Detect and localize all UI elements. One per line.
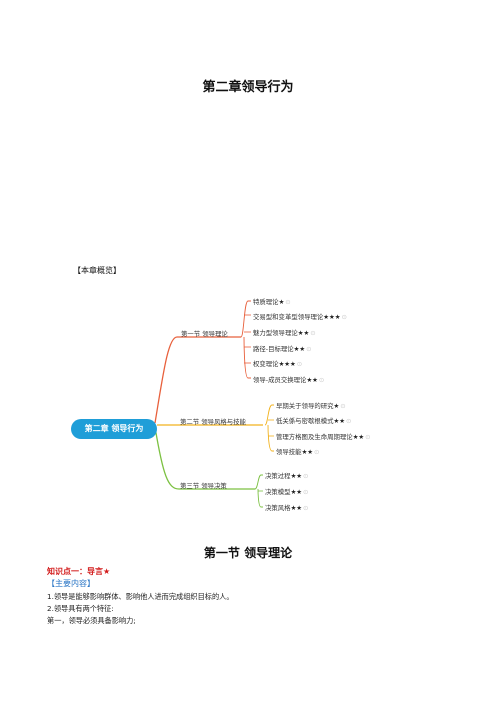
bracket-section2	[264, 404, 274, 452]
mindmap-connectors	[154, 300, 274, 508]
bracket-section3	[254, 474, 263, 508]
knowledge-point-heading: 知识点一：导言★	[47, 567, 111, 576]
list-item: 领导-成员交换理论★★⊙	[253, 376, 325, 384]
overview-label: 【本章概览】	[73, 266, 121, 275]
connector-section3	[154, 426, 255, 490]
list-item: 交易型和变革型领导理论★★★⊙	[253, 313, 347, 321]
list-item: 魅力型领导理论★★⊙	[253, 329, 316, 337]
connector-section1	[154, 336, 241, 424]
chapter-title: 第二章领导行为	[202, 80, 294, 95]
note-icon: ⊙	[314, 448, 320, 456]
list-item: 决策风格★★⊙	[265, 504, 309, 512]
list-item: 路径-目标理论★★⊙	[253, 345, 312, 353]
section-heading: 第一节 领导理论	[203, 546, 293, 560]
section1-label: 第一节 领导理论	[181, 330, 228, 338]
section2-label: 第二节 领导风格与技能	[180, 418, 246, 426]
list-item: 决策模型★★⊙	[265, 488, 309, 496]
note-icon: ⊙	[303, 472, 309, 480]
note-icon: ⊙	[306, 345, 312, 353]
list-item: 管理方格图及生命周期理论★★⊙	[276, 433, 371, 441]
note-icon: ⊙	[345, 417, 352, 425]
list-item: 早期关于领导的研究★⊙	[276, 402, 346, 410]
section3-label: 第三节 领导决策	[180, 482, 227, 490]
paragraph: 第一，领导必须具备影响力;	[47, 616, 136, 625]
note-icon: ⊙	[318, 376, 325, 384]
list-item: 特质理论★⊙	[253, 298, 291, 306]
note-icon: ⊙	[310, 329, 316, 337]
note-icon: ⊙	[285, 298, 291, 306]
note-icon: ⊙	[303, 504, 309, 512]
main-content-label: 【主要内容】	[47, 579, 95, 588]
paragraph: 2.领导具有两个特征:	[47, 604, 114, 613]
mindmap: 第二章 领导行为 第一节 领导理论 第二节 领导风格与技能 第三节 领导决策 特…	[63, 285, 403, 520]
mindmap-center-node: 第二章 领导行为	[71, 419, 157, 439]
list-item: 权变理论★★★⊙	[253, 360, 303, 368]
list-item: 决策过程★★⊙	[265, 472, 309, 480]
bracket-section1	[240, 300, 251, 379]
note-icon: ⊙	[303, 488, 309, 496]
note-icon: ⊙	[340, 402, 346, 410]
list-item: 低关係与密歇根模式★★⊙	[276, 417, 352, 425]
paragraph: 1.领导是能够影响群体、影响他人进而完成组织目标的人。	[47, 592, 234, 601]
note-icon: ⊙	[296, 360, 303, 368]
note-icon: ⊙	[365, 433, 371, 441]
list-item: 领导技能★★⊙	[276, 448, 320, 456]
note-icon: ⊙	[341, 313, 347, 321]
